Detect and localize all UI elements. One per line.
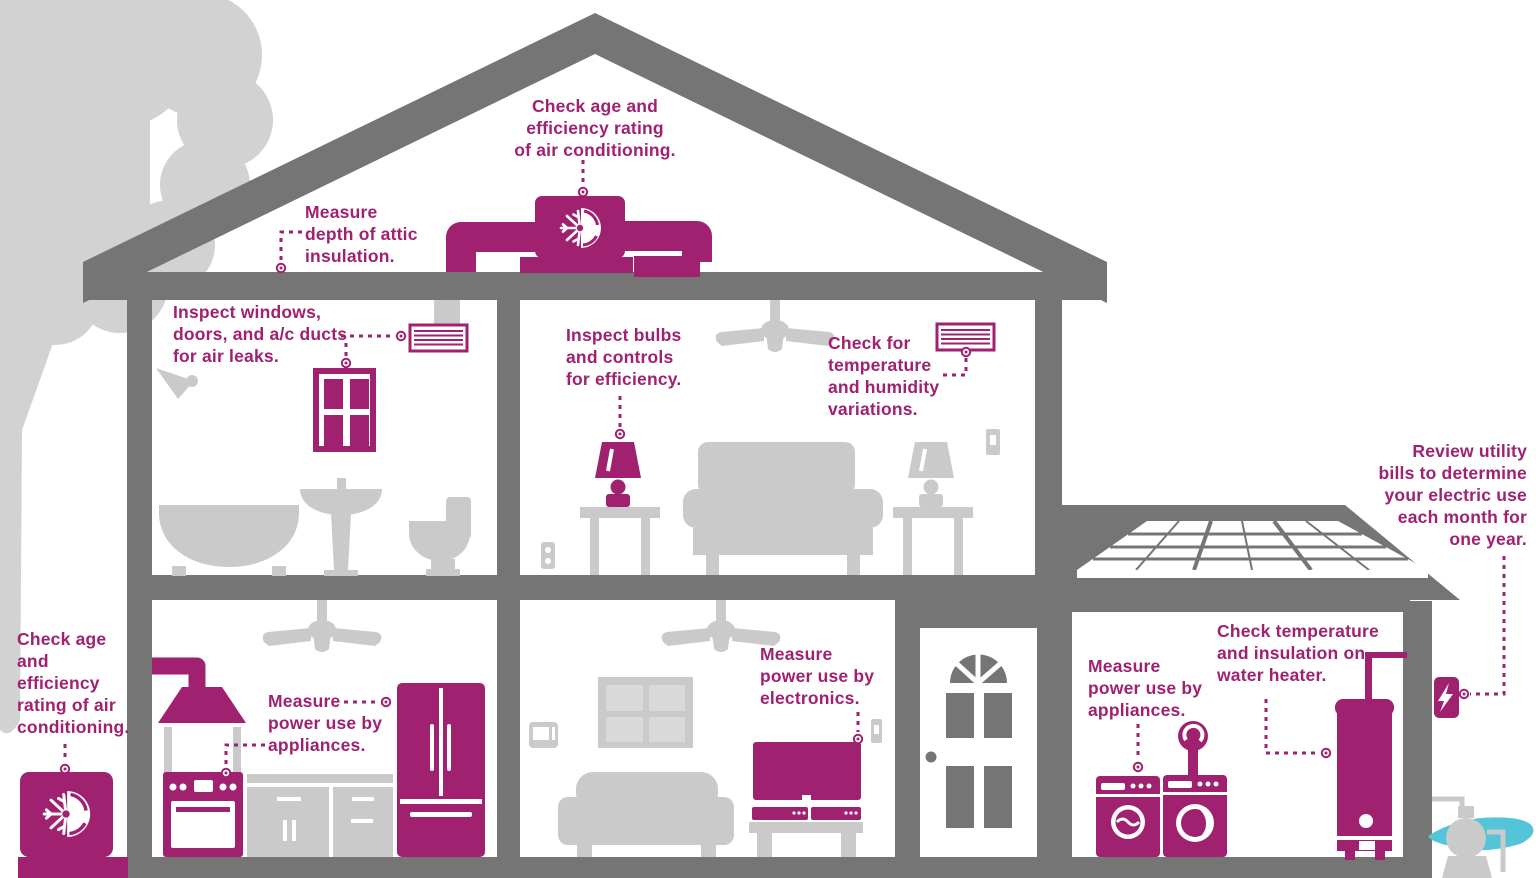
callout-electronics: Measure power use by electronics. bbox=[760, 644, 875, 708]
nightstand-icon bbox=[893, 507, 973, 518]
sink-icon bbox=[300, 489, 382, 515]
garage-roof bbox=[1060, 505, 1460, 612]
washer bbox=[1096, 776, 1160, 857]
bathtub-icon bbox=[159, 505, 299, 567]
highlighted-items bbox=[18, 196, 1459, 878]
tv-stand bbox=[749, 822, 863, 833]
bathroom-window bbox=[313, 368, 376, 452]
callout-water-heater: Check temperature and insulation on wate… bbox=[1217, 621, 1379, 685]
callout-air-leaks: Inspect windows, doors, and a/c ducts fo… bbox=[173, 302, 348, 366]
callout-outdoor-ac: Check age and efficiency rating of air c… bbox=[17, 629, 130, 737]
ceiling-fan-icon bbox=[262, 600, 382, 652]
callout-laundry-appliances: Measure power use by appliances. bbox=[1088, 656, 1203, 720]
water-heater bbox=[1335, 652, 1407, 860]
range-hood bbox=[152, 657, 246, 723]
countertop bbox=[247, 774, 393, 783]
bathroom-fixtures bbox=[156, 300, 471, 576]
table-lamp-icon bbox=[906, 440, 956, 509]
dryer-vent-pipe bbox=[1188, 750, 1198, 777]
stove bbox=[163, 772, 243, 857]
lightning-bolt-icon bbox=[1438, 683, 1453, 712]
dryer bbox=[1163, 721, 1227, 857]
ceiling-duct bbox=[434, 300, 460, 326]
table-lamp-icon bbox=[593, 440, 643, 509]
attic-ducts bbox=[446, 221, 712, 280]
living-room-furniture bbox=[529, 600, 882, 857]
outdoor-ac-unit bbox=[18, 772, 128, 878]
electric-meter bbox=[1434, 677, 1459, 718]
solar-panels-icon bbox=[1077, 519, 1428, 578]
callout-humidity: Check for temperature and humidity varia… bbox=[828, 333, 940, 419]
door-knob-icon bbox=[925, 751, 937, 763]
front-door bbox=[920, 628, 1037, 857]
callout-attic-insulation: Measure depth of attic insulation. bbox=[305, 202, 418, 266]
outlet-icon bbox=[541, 542, 555, 569]
soundbar bbox=[752, 807, 808, 820]
rooftop-ac-unit bbox=[520, 196, 700, 277]
smoke-cloud bbox=[0, 0, 273, 734]
callout-kitchen-appliances: Measure power use by appliances. bbox=[268, 691, 383, 755]
refrigerator bbox=[397, 683, 485, 857]
kitchen-cabinets bbox=[164, 600, 393, 857]
wall-lamp-icon bbox=[156, 368, 194, 399]
tv bbox=[752, 742, 861, 820]
ceiling-fan-icon bbox=[715, 300, 835, 352]
media-player bbox=[811, 807, 861, 820]
ac-pad bbox=[18, 857, 128, 878]
callout-bulbs: Inspect bulbs and controls for efficienc… bbox=[566, 325, 682, 389]
callout-rooftop-ac: Check age and efficiency rating of air c… bbox=[514, 96, 676, 160]
leader-lines bbox=[59, 160, 1506, 779]
pool-pump bbox=[1428, 796, 1534, 878]
air-vent-icon bbox=[935, 322, 996, 352]
air-vent-icon bbox=[408, 323, 469, 353]
nightstand-icon bbox=[580, 507, 660, 518]
bedroom-furniture bbox=[541, 300, 1000, 575]
gray-furniture bbox=[156, 300, 1534, 878]
callout-utility-bills: Review utility bills to determine your e… bbox=[1378, 441, 1527, 549]
